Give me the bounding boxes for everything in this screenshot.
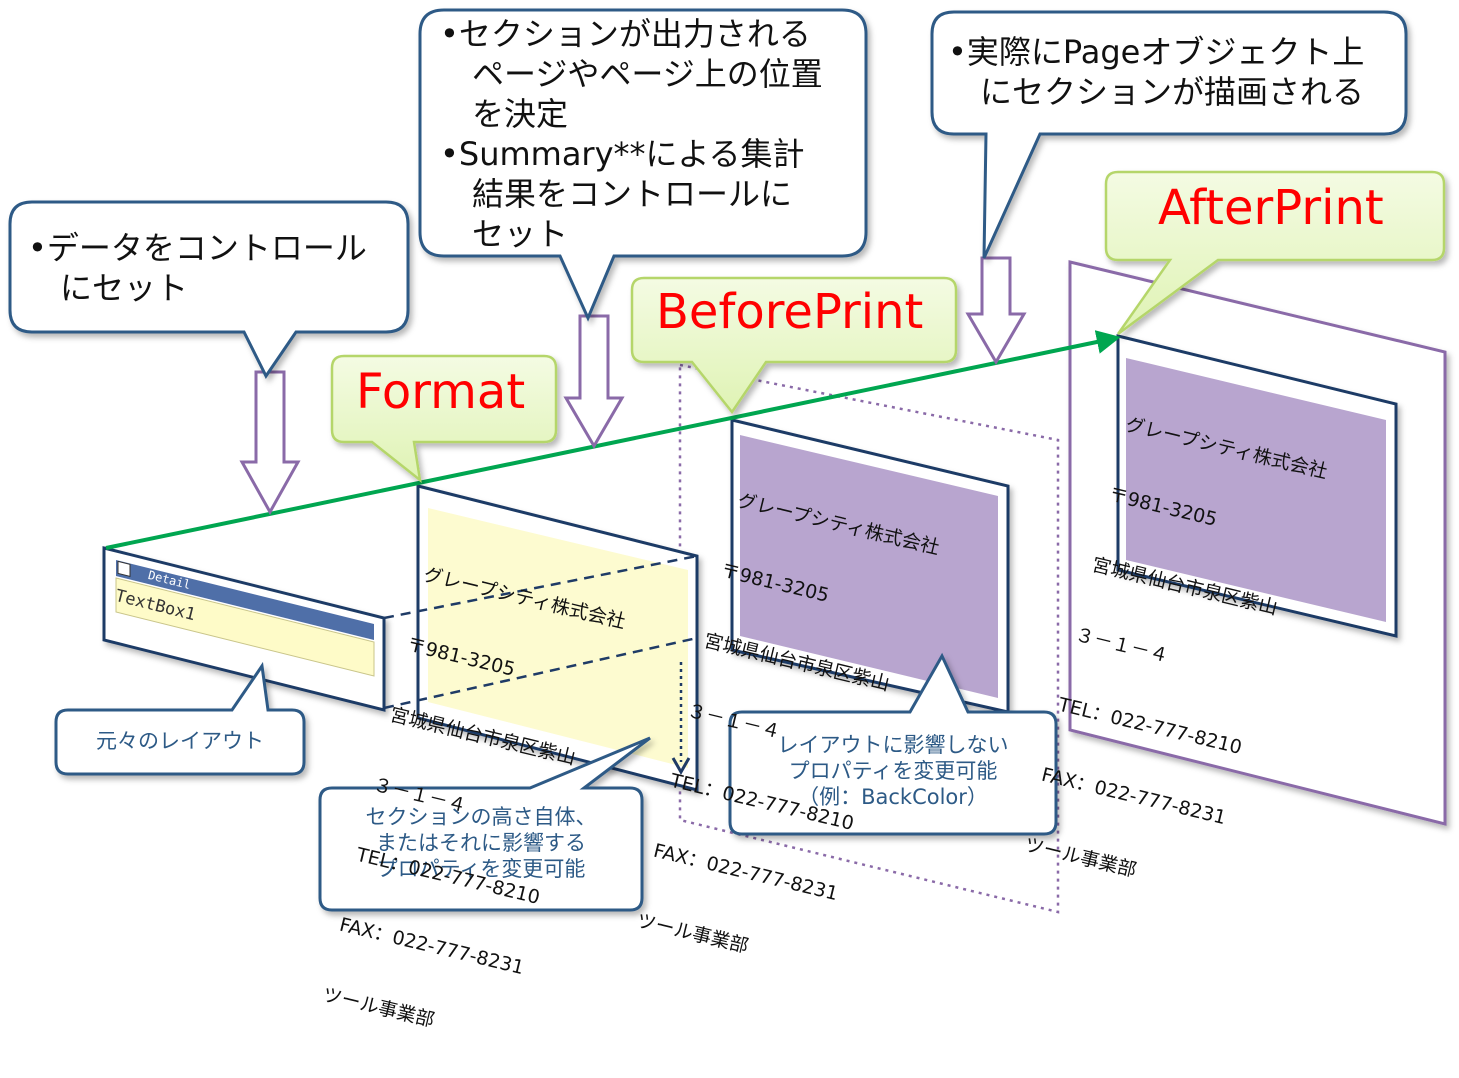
card-line: グレープシティ株式会社 <box>421 563 628 634</box>
note-beforeprint-text: レイアウトに影響しない プロパティを変更可能 （例：BackColor） <box>736 732 1050 810</box>
designer-layout <box>102 546 386 712</box>
height-arrowhead <box>671 757 691 776</box>
card-line: FAX：022-777-8231 <box>651 839 841 906</box>
note-beforeprint-line: プロパティを変更可能 <box>788 759 998 783</box>
down-arrow-draw <box>965 256 1027 365</box>
event-flow-arrow <box>105 330 1121 550</box>
card-line: ３－１－４ <box>371 773 469 818</box>
afterprint-card <box>1116 334 1398 638</box>
beforeprint-page-frame <box>678 363 1060 914</box>
draw-desc-line: •実際にPageオブジェクト上 <box>948 33 1365 71</box>
event-afterprint-bubble <box>1104 170 1446 336</box>
card-line: FAX：022-777-8231 <box>337 913 527 980</box>
note-format-text: セクションの高さ自体、 またはそれに影響する プロパティを変更可能 <box>326 804 636 882</box>
event-afterprint-label: AfterPrint <box>1158 180 1384 236</box>
format-desc-line: ページやページ上の位置 <box>440 55 823 93</box>
format-desc-line: •セクションが出力される <box>440 15 811 53</box>
callout-draw-desc-text: •実際にPageオブジェクト上 にセクションが描画される <box>948 32 1398 112</box>
event-format-label: Format <box>356 364 526 420</box>
down-arrow-format <box>563 314 625 449</box>
card-line: グレープシティ株式会社 <box>1123 413 1330 484</box>
callout-draw-desc <box>930 10 1408 259</box>
card-line: ３－１－４ <box>685 699 783 744</box>
projection-line-bottom <box>383 636 698 710</box>
card-line: TEL：022-777-8210 <box>668 769 856 835</box>
note-beforeprint <box>728 652 1058 836</box>
card-line: 〒981-3205 <box>1106 483 1220 531</box>
note-beforeprint-line: レイアウトに影響しない <box>777 733 1009 757</box>
diagram: •データをコントロール にセット •セクションが出力される ページやページ上の位… <box>8 8 1447 1032</box>
card-line: FAX：022-777-8231 <box>1039 763 1229 830</box>
note-beforeprint-line: （例：BackColor） <box>798 785 988 809</box>
card-line: ツール事業部 <box>634 909 751 958</box>
note-original-layout-text: 元々のレイアウト <box>96 729 264 753</box>
format-desc-line: 結果をコントロールに <box>440 175 793 213</box>
down-arrow-data <box>239 370 301 516</box>
format-card <box>416 484 699 792</box>
card-line: 宮城県仙台市泉区紫山 <box>701 629 892 696</box>
note-original-layout <box>54 661 306 776</box>
card-line: 宮城県仙台市泉区紫山 <box>387 703 578 770</box>
draw-desc-line: にセクションが描画される <box>948 73 1365 111</box>
event-format-bubble <box>330 354 558 483</box>
projection-line-top <box>383 554 698 620</box>
beforeprint-card <box>730 418 1010 714</box>
card-line: TEL：022-777-8210 <box>1056 693 1244 759</box>
card-line: ツール事業部 <box>320 983 437 1032</box>
callout-format-desc-text: •セクションが出力される ページやページ上の位置 を決定 •Summary**に… <box>440 14 860 254</box>
event-beforeprint-label: BeforePrint <box>656 284 924 340</box>
callout-format-desc <box>418 8 868 322</box>
card-line: 宮城県仙台市泉区紫山 <box>1089 553 1280 620</box>
note-format-line: またはそれに影響する <box>376 831 586 855</box>
note-format-line: セクションの高さ自体、 <box>365 805 597 829</box>
event-beforeprint-bubble <box>630 276 958 415</box>
note-format <box>318 736 651 912</box>
card-line: 〒981-3205 <box>718 559 832 607</box>
diagram-canvas <box>8 8 1447 914</box>
format-desc-line: を決定 <box>440 95 569 133</box>
format-desc-line: •Summary**による集計 <box>440 135 805 173</box>
card-line: ３－１－４ <box>1073 623 1171 668</box>
card-line: グレープシティ株式会社 <box>735 489 942 560</box>
card-line: 〒981-3205 <box>404 633 518 681</box>
callout-data-set-text: •データをコントロール にセット <box>28 229 367 307</box>
callout-data-set <box>8 200 410 379</box>
card-line: TEL：022-777-8210 <box>354 843 542 909</box>
note-format-line: プロパティを変更可能 <box>376 857 586 881</box>
format-desc-line: セット <box>440 215 569 253</box>
